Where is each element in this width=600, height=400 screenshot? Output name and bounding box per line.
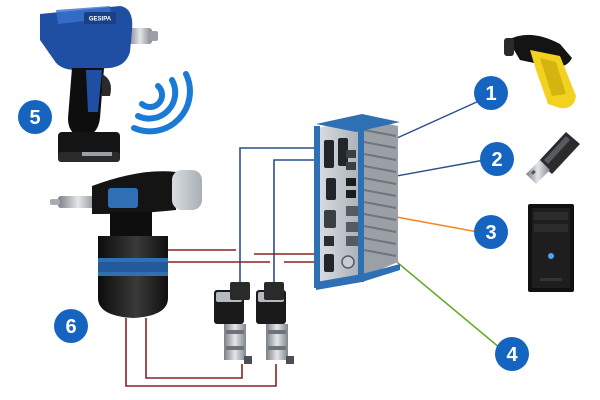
marker-1-label: 1 — [485, 83, 496, 105]
marker-6: 6 — [54, 309, 88, 343]
blue-wire-valve-left — [239, 147, 318, 286]
wireless-signal-icon — [131, 71, 193, 135]
marker-3: 3 — [474, 215, 508, 249]
tool-logo-text: GESIPA — [89, 17, 112, 23]
marker-5-label: 5 — [29, 107, 40, 129]
barcode-scanner-icon — [504, 34, 576, 109]
red-air-line-lower-left — [145, 318, 243, 379]
marker-4: 4 — [495, 337, 529, 371]
blue-wire-valve-right — [273, 159, 318, 286]
marker-4-label: 4 — [506, 344, 518, 366]
red-air-line-lower-right — [125, 318, 277, 387]
pc-tower-icon — [528, 204, 574, 292]
marker-2-label: 2 — [491, 149, 502, 171]
marker-6-label: 6 — [65, 316, 76, 338]
usb-stick-icon — [526, 132, 580, 184]
wiring — [125, 95, 501, 387]
industrial-controller-icon — [314, 114, 400, 290]
marker-3-label: 3 — [485, 222, 496, 244]
marker-2: 2 — [480, 142, 514, 176]
cordless-rivet-tool-icon: GESIPA — [40, 6, 158, 162]
marker-1: 1 — [474, 76, 508, 110]
solenoid-valve-icon — [214, 282, 294, 364]
marker-5: 5 — [18, 100, 52, 134]
pneumatic-rivet-tool-icon — [50, 170, 202, 318]
